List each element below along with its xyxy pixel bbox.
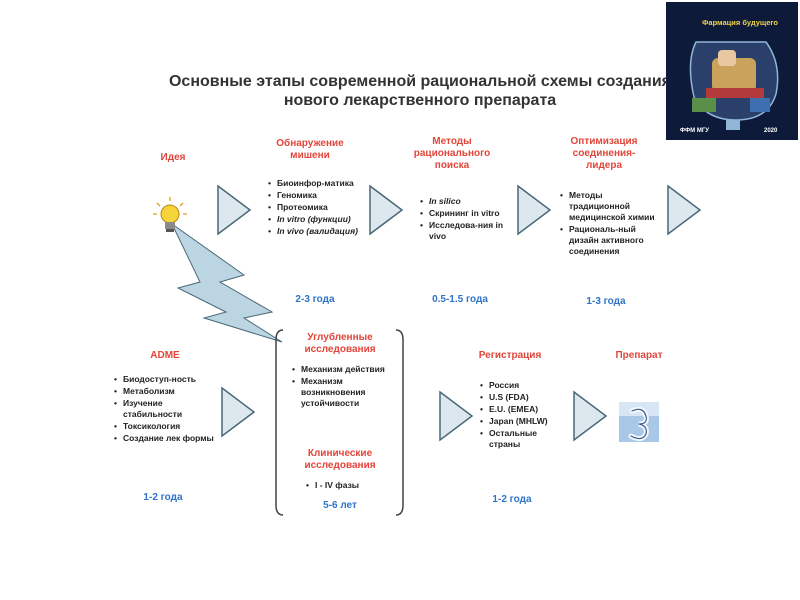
- lightning-bolt: [171, 223, 283, 343]
- idea-label: Идея: [160, 152, 186, 163]
- arrow-studies-to-registration: [439, 390, 474, 442]
- list-item: U.S (FDA): [480, 392, 560, 403]
- registration-duration: 1-2 года: [492, 494, 532, 505]
- clinical-list: I - IV фазы: [306, 480, 386, 492]
- logo-title: Фармация будущего: [702, 18, 779, 27]
- target-list: Биоинфор-матика Геномика Протеомика In v…: [268, 178, 363, 238]
- list-item: Создание лек формы: [114, 433, 214, 444]
- clinical-label: Клинические исследования: [304, 448, 376, 471]
- list-item: Скрининг in vitro: [420, 208, 508, 219]
- list-item: Japan (MHLW): [480, 416, 560, 427]
- clinical-duration: 5-6 лет: [323, 500, 357, 511]
- search-duration: 0.5-1.5 года: [432, 294, 488, 305]
- indepth-list: Механизм действия Механизм возникновения…: [292, 364, 392, 410]
- lead-label: Оптимизация соединения-лидера: [570, 136, 638, 171]
- list-item: E.U. (EMEA): [480, 404, 560, 415]
- list-item: Биодоступ-ность: [114, 374, 214, 385]
- arrow-lead-to-next: [667, 184, 702, 236]
- list-item: Биоинфор-матика: [268, 178, 363, 189]
- list-item: Механизм возникновения устойчивости: [292, 376, 392, 409]
- page-title: Основные этапы современной рациональной …: [120, 72, 720, 110]
- list-item: Токсикология: [114, 421, 214, 432]
- studies-bracket-left: [275, 329, 284, 516]
- list-item: Остальные страны: [480, 428, 560, 450]
- arrow-adme-to-studies: [221, 386, 256, 438]
- list-item: Россия: [480, 380, 560, 391]
- arrow-target-to-search: [369, 184, 404, 236]
- logo-caption-left: ФФМ МГУ: [680, 128, 709, 134]
- registration-label: Регистрация: [478, 350, 542, 361]
- list-item: Геномика: [268, 190, 363, 201]
- list-item: In silico: [420, 196, 508, 207]
- list-item: Протеомика: [268, 202, 363, 213]
- search-label: Методы рационального поиска: [413, 136, 491, 171]
- drug-label: Препарат: [615, 350, 663, 361]
- arrow-idea-to-target: [217, 184, 252, 236]
- drug-image: [619, 402, 659, 442]
- lightbulb-icon: [153, 197, 187, 232]
- list-item: I - IV фазы: [306, 480, 386, 491]
- title-line-2: нового лекарственного препарата: [283, 92, 557, 109]
- list-item: Изучение стабильности: [114, 398, 214, 420]
- registration-list: Россия U.S (FDA) E.U. (EMEA) Japan (MHLW…: [480, 380, 560, 451]
- adme-duration: 1-2 года: [143, 492, 183, 503]
- logo-caption-right: 2020: [764, 128, 778, 134]
- list-item: Рациональ-ный дизайн активного соединени…: [560, 224, 656, 257]
- search-list: In silico Скрининг in vitro Исследова-ни…: [420, 196, 508, 243]
- indepth-label: Углубленные исследования: [304, 332, 376, 355]
- target-duration: 2-3 года: [295, 294, 335, 305]
- logo: Фармация будущего ФФМ МГУ 2020: [666, 2, 798, 140]
- list-item: Механизм действия: [292, 364, 392, 375]
- logo-illustration: [689, 41, 779, 130]
- list-item: Исследова-ния in vivo: [420, 220, 508, 242]
- adme-label: ADME: [150, 350, 180, 361]
- arrow-registration-to-drug: [573, 390, 608, 442]
- target-label: Обнаружение мишени: [276, 138, 344, 161]
- list-item: In vitro (функции): [268, 214, 363, 225]
- title-line-1: Основные этапы современной рациональной …: [168, 73, 672, 90]
- adme-list: Биодоступ-ность Метаболизм Изучение стаб…: [114, 374, 214, 445]
- list-item: Метаболизм: [114, 386, 214, 397]
- lead-duration: 1-3 года: [586, 296, 626, 307]
- list-item: In vivo (валидация): [268, 226, 363, 237]
- lead-list: Методы традиционной медицинской химии Ра…: [560, 190, 656, 258]
- arrow-search-to-lead: [517, 184, 552, 236]
- studies-bracket-right: [395, 329, 404, 516]
- list-item: Методы традиционной медицинской химии: [560, 190, 656, 223]
